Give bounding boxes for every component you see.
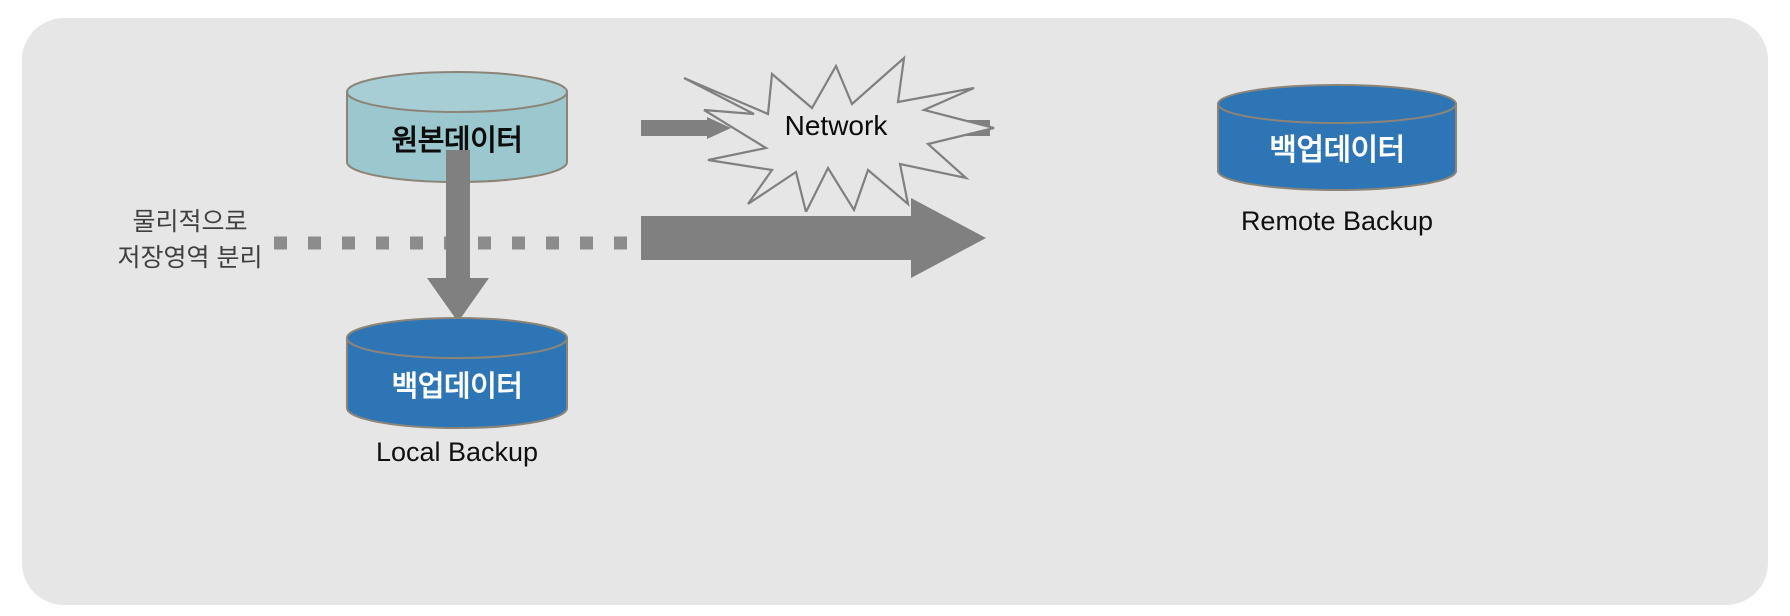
separation-note-line1: 물리적으로 [132, 208, 248, 236]
network-burst-shape[interactable]: Network [676, 52, 996, 212]
remote-backup-caption: Remote Backup [1240, 206, 1434, 236]
separation-note-line2: 저장영역 분리 [117, 243, 263, 272]
local-copy-down-arrow [427, 150, 489, 322]
remote-backup-cylinder[interactable]: 백업데이터 [1217, 84, 1457, 191]
network-inbound-arrow [641, 117, 731, 139]
remote-transfer-arrow [641, 198, 986, 278]
separation-note: 물리적으로 저장영역 분리 [90, 205, 290, 276]
local-backup-cylinder[interactable]: 백업데이터 [346, 317, 568, 429]
local-backup-caption: Local Backup [375, 437, 539, 467]
